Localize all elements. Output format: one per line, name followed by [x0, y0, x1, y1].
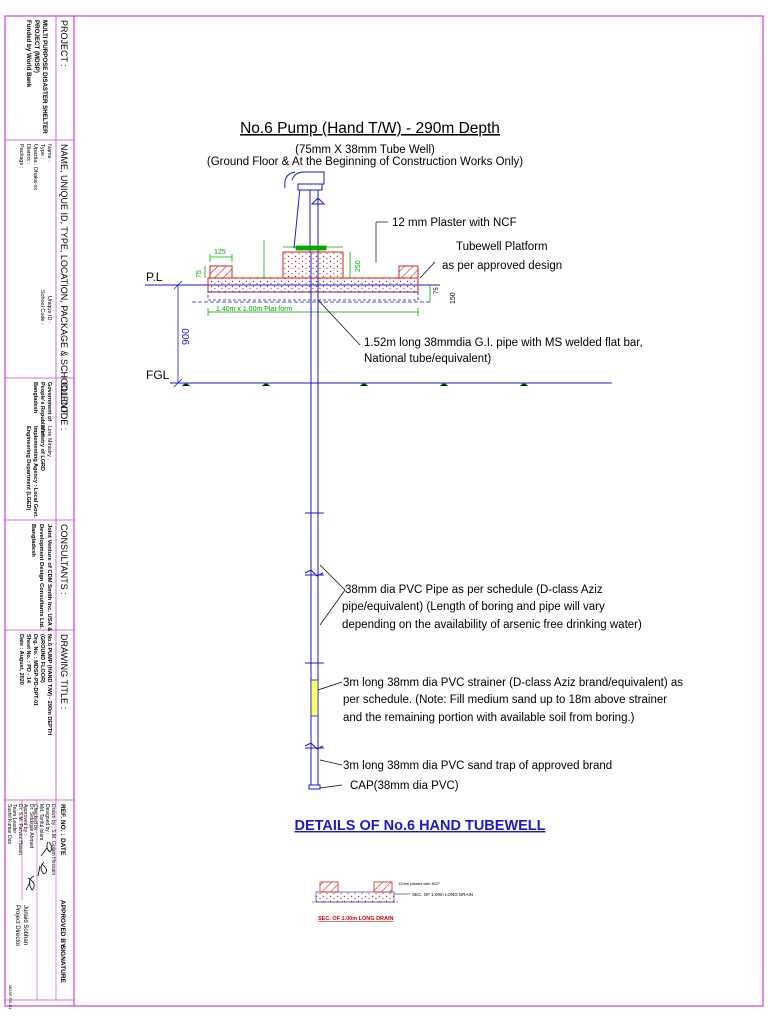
- tubewell-platform: [192, 251, 430, 303]
- staff-line-5: Dr. Siddique Ahmed: [28, 804, 34, 848]
- label-pl: P.L: [146, 270, 163, 284]
- label-fgl: FGL: [146, 368, 170, 382]
- approved-line-1: Junaid Sobhan: [22, 905, 28, 945]
- note-gi-1: 1.52m long 38mmdia G.I. pipe with MS wel…: [364, 337, 643, 349]
- project-line-1: MULTI PURPOSE DISASTER SHELTER: [41, 20, 48, 134]
- name-line-2: Type :: [39, 144, 45, 159]
- staff-line-7: Dr. S.M. Parvez Hasan: [17, 804, 23, 855]
- title-block: PROJECT : MULTI PURPOSE DISASTER SHELTER…: [6, 20, 69, 1010]
- name-header: NAME, UNIQUE ID, TYPE, LOCATION, PACKAGE…: [59, 144, 69, 430]
- staff-line-8: Team Leader: [11, 804, 17, 834]
- ground-hatch: [181, 382, 529, 387]
- note-strainer-3: and the remaining portion with available…: [343, 712, 635, 724]
- approved-header: APPROVED BY :: [59, 900, 66, 951]
- pipe-cap: [308, 784, 321, 790]
- dim-75: 75: [196, 270, 203, 278]
- hand-pump: [284, 171, 326, 252]
- agency-name: Engineering Department (LGED): [25, 426, 31, 511]
- name-line-4: District :: [25, 144, 31, 164]
- staff-line-1: Drawn by : S.M. Golam Hossain: [50, 804, 56, 875]
- drawing-line-2: (GROUND FLOOR): [39, 634, 45, 683]
- drain-section-detail: [312, 881, 410, 903]
- implementing-agency: Implementing Agency : Local Govt.: [32, 426, 38, 518]
- drawing-header: DRAWING TITLE :: [59, 634, 69, 709]
- drawing-line-4: Sheet No. : PD - 14: [25, 634, 31, 684]
- signature-header: SIGNATURE: [59, 945, 66, 983]
- mini-section-title: SEC. OF 1.00m LONG DRAIN: [318, 916, 394, 922]
- drawing-subtitle-1: (75mm X 38mm Tube Well): [295, 144, 435, 156]
- dim-75b: 75: [434, 287, 440, 294]
- drawing-title: No.6 Pump (Hand T/W) - 290m Depth: [240, 120, 500, 137]
- dim-150: 150: [450, 292, 457, 304]
- note-pvc-1: 38mm dia PVC Pipe as per schedule (D-cla…: [345, 584, 603, 596]
- mini-section-note: SEC. OF 1.00m LONG DRAIN: [412, 892, 473, 897]
- note-pvc-3: depending on the availability of arsenic…: [342, 619, 642, 631]
- details-title: DETAILS OF No.6 HAND TUBEWELL: [294, 818, 545, 834]
- approved-line-2: Project Director: [14, 905, 20, 946]
- ref-header: REF. NO. :: [59, 804, 66, 835]
- note-gi-2: National tube/equivalent): [364, 353, 491, 365]
- name-line-3: Upazila : Dhaka-xx: [32, 144, 38, 190]
- signature-3: [25, 875, 35, 891]
- consultants-header: CONSULTANTS :: [59, 524, 69, 595]
- sheet-frame: [4, 15, 764, 1007]
- dim-900: 900: [181, 328, 192, 345]
- drawing-line-1: No.6 PUMP (HAND T/W) - 290m DEPTH: [46, 634, 52, 735]
- drawing-line-3: Drg. No. : MDSP-PD-DPT-01: [32, 634, 38, 706]
- drawing-line-5: Date : August, 2020: [18, 634, 24, 685]
- note-sandtrap: 3m long 38mm dia PVC sand trap of approv…: [343, 760, 612, 772]
- line-ministry: Line Ministry :: [46, 426, 52, 460]
- staff-line-4: Checked by :: [32, 804, 38, 833]
- footer-mark: MDSP-PD-01: [8, 985, 13, 1010]
- client-line-2: People's Republic of: [39, 382, 45, 436]
- unique-id-line: Unique ID :: [46, 296, 52, 324]
- school-code-line: School Code :: [39, 290, 45, 325]
- note-platform-2: as per approved design: [442, 260, 562, 272]
- staff-line-2: Designed by :: [44, 804, 50, 835]
- pvc-strainer: [310, 679, 319, 717]
- name-line-5: Package :: [18, 144, 24, 169]
- staff-line-9: Sushil Kumar Das: [6, 804, 12, 845]
- ministry-name: Ministry of LGRD: [39, 426, 45, 471]
- client-line-1: Government of: [46, 382, 52, 421]
- platform-dimensions: [204, 240, 431, 316]
- drawing-subtitle-2: (Ground Floor & At the Beginning of Cons…: [207, 156, 523, 168]
- staff-line-3: Md. Tariful Islam: [38, 804, 44, 840]
- dim-platform: 1.40m x 1.00m Plat form: [216, 306, 292, 313]
- project-line-3: Funded by World Bank: [25, 20, 32, 88]
- staff-line-6: Approved by :: [22, 804, 28, 835]
- client-header: CLIENT :: [59, 382, 69, 419]
- signature-1: [40, 841, 53, 857]
- note-strainer-2: per schedule. (Note: Fill medium sand up…: [343, 694, 667, 706]
- note-cap: CAP(38mm dia PVC): [350, 780, 459, 792]
- date-header: DATE: [59, 838, 66, 856]
- consultants-line-2: Development Design Consultants Ltd.: [38, 524, 44, 629]
- project-line-2: PROJECT (MDSP): [33, 20, 40, 73]
- signature-2: [37, 861, 47, 877]
- client-line-3: Bangladesh: [32, 382, 38, 414]
- annotation-leaders: [317, 221, 436, 789]
- note-platform-1: Tubewell Platform: [456, 241, 548, 253]
- dim-250: 250: [355, 260, 362, 272]
- dim-125: 125: [214, 249, 226, 256]
- name-line-1: Name :: [46, 144, 52, 162]
- note-strainer-1: 3m long 38mm dia PVC strainer (D-class A…: [343, 677, 683, 689]
- note-pvc-2: pipe/equivalent) (Length of boring and p…: [342, 601, 605, 613]
- consultants-line-1: Joint Venture of CDM Smith Inc. USA &: [46, 524, 52, 631]
- project-header: PROJECT :: [59, 20, 69, 67]
- mini-note-plaster: 12mm plaster with NCF: [398, 881, 440, 886]
- note-plaster: 12 mm Plaster with NCF: [392, 217, 517, 229]
- consultants-line-3: Bangladesh: [30, 524, 36, 557]
- drawing-titles: No.6 Pump (Hand T/W) - 290m Depth (75mm …: [207, 120, 523, 168]
